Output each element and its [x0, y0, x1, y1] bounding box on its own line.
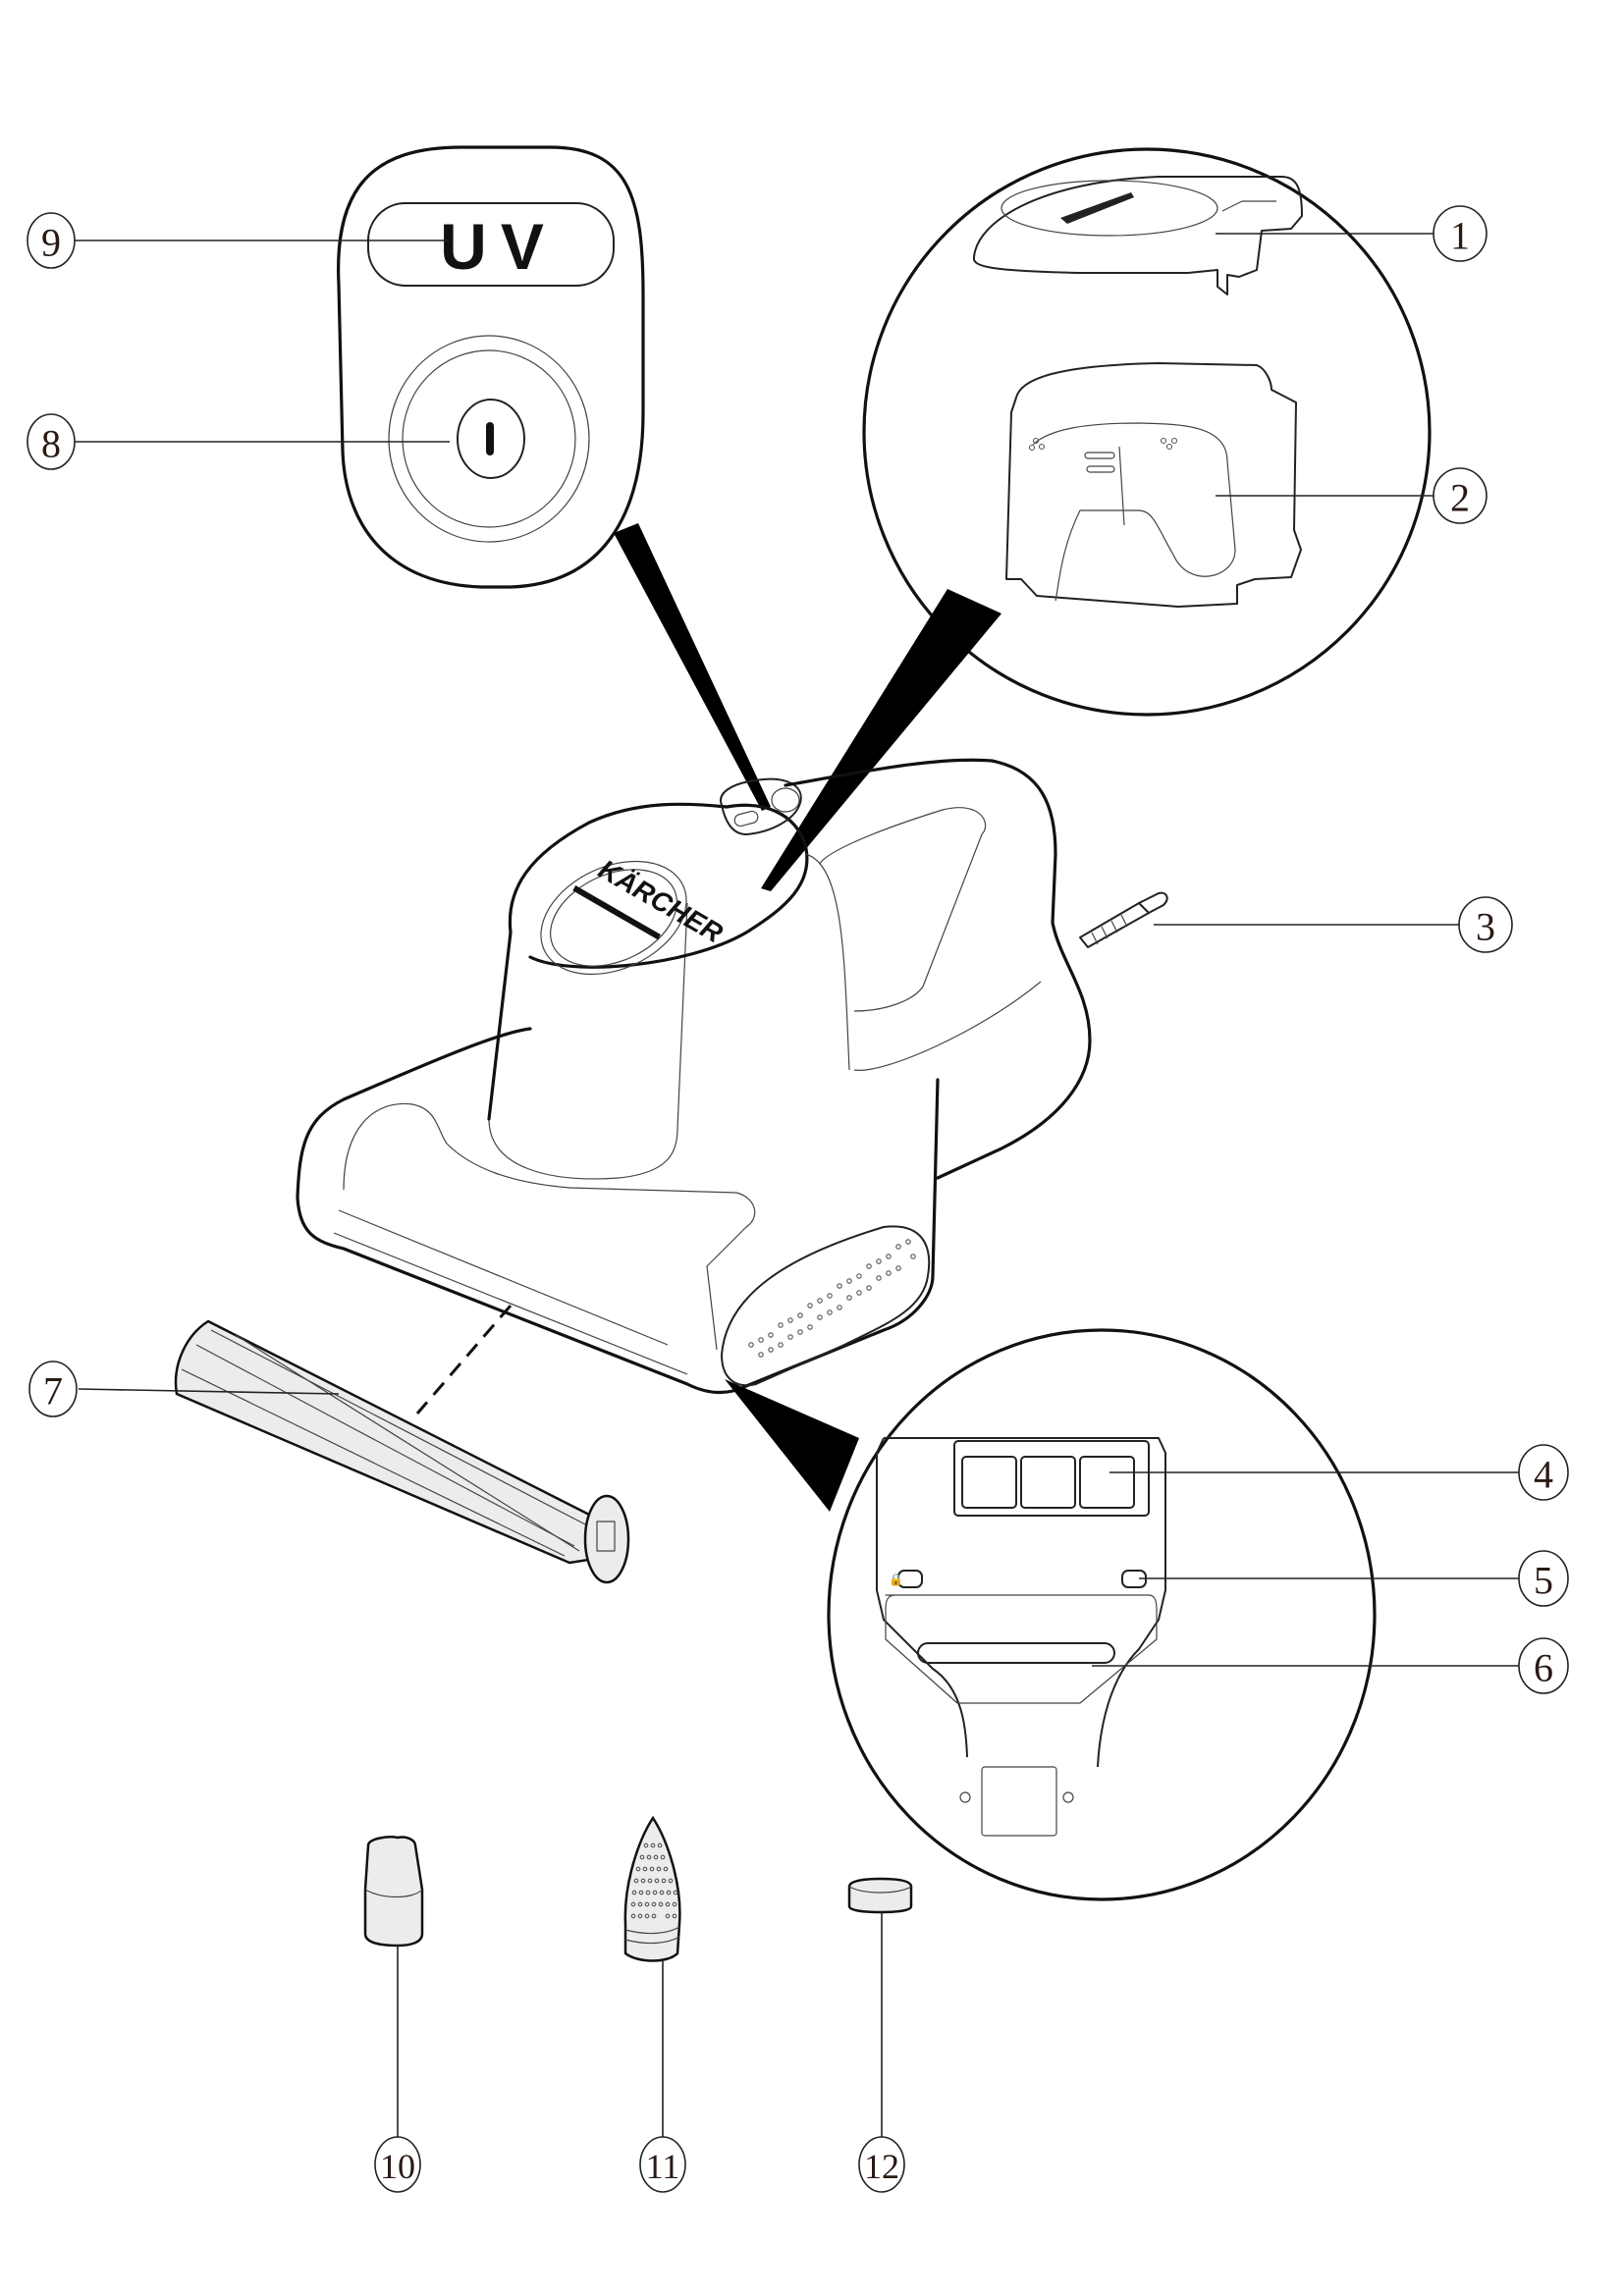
svg-text:5: 5: [1534, 1559, 1553, 1603]
svg-text:6: 6: [1534, 1646, 1553, 1690]
brush-roller: [174, 1319, 630, 1584]
callout-12: 12: [858, 2136, 905, 2193]
svg-text:8: 8: [41, 422, 61, 466]
zoom-pointer-container: [761, 589, 1001, 891]
callout-1: 1: [1433, 205, 1488, 262]
callout-7: 7: [28, 1361, 78, 1417]
svg-text:11: 11: [646, 2147, 680, 2186]
suction-opening: [885, 1594, 1158, 1704]
brand-logo: KÄRCHER: [594, 854, 729, 949]
svg-text:1: 1: [1450, 214, 1470, 258]
dust-container: [1005, 362, 1302, 608]
vent-grille: [748, 1239, 916, 1358]
device-body: KÄRCHER: [296, 758, 1168, 1395]
lamp-cover-lock-slider: 🔒: [889, 1570, 1147, 1588]
zoom-pointer-bottom: [725, 1379, 859, 1512]
callout-3: 3: [1458, 896, 1513, 953]
callout-5: 5: [1518, 1550, 1569, 1607]
accessory-perforated-nozzle: [623, 1815, 681, 1962]
bottom-view-inset: 🔒: [827, 1328, 1377, 1901]
accessory-nozzle-cap: [363, 1836, 424, 1948]
svg-text:4: 4: [1534, 1453, 1553, 1497]
callout-4: 4: [1518, 1444, 1569, 1501]
callout-2: 2: [1433, 467, 1488, 524]
svg-text:9: 9: [41, 221, 61, 265]
svg-text:10: 10: [380, 2147, 415, 2186]
svg-text:7: 7: [43, 1369, 63, 1414]
zoom-pointer-control: [614, 523, 771, 811]
callout-6: 6: [1518, 1637, 1569, 1694]
uv-indicator: [367, 202, 615, 287]
uv-label: UV: [440, 210, 558, 283]
dust-container-lid: [972, 176, 1303, 295]
accessory-seal: [847, 1877, 913, 1914]
lock-icon: 🔒: [889, 1573, 903, 1586]
callout-8: 8: [27, 413, 76, 470]
callout-10: 10: [374, 2136, 421, 2193]
leader-lines: [75, 233, 1519, 2138]
brush-roller-guide: [415, 1305, 513, 1415]
callout-11: 11: [639, 2136, 686, 2193]
control-panel-inset: UV: [336, 145, 645, 589]
svg-text:12: 12: [864, 2147, 899, 2186]
svg-text:3: 3: [1476, 905, 1495, 949]
uv-lamp-cover: [953, 1440, 1150, 1517]
callout-9: 9: [27, 212, 76, 269]
svg-text:2: 2: [1450, 476, 1470, 520]
power-button: [457, 399, 525, 479]
power-cord-connector: [1079, 891, 1168, 948]
dust-container-inset: [862, 147, 1432, 717]
